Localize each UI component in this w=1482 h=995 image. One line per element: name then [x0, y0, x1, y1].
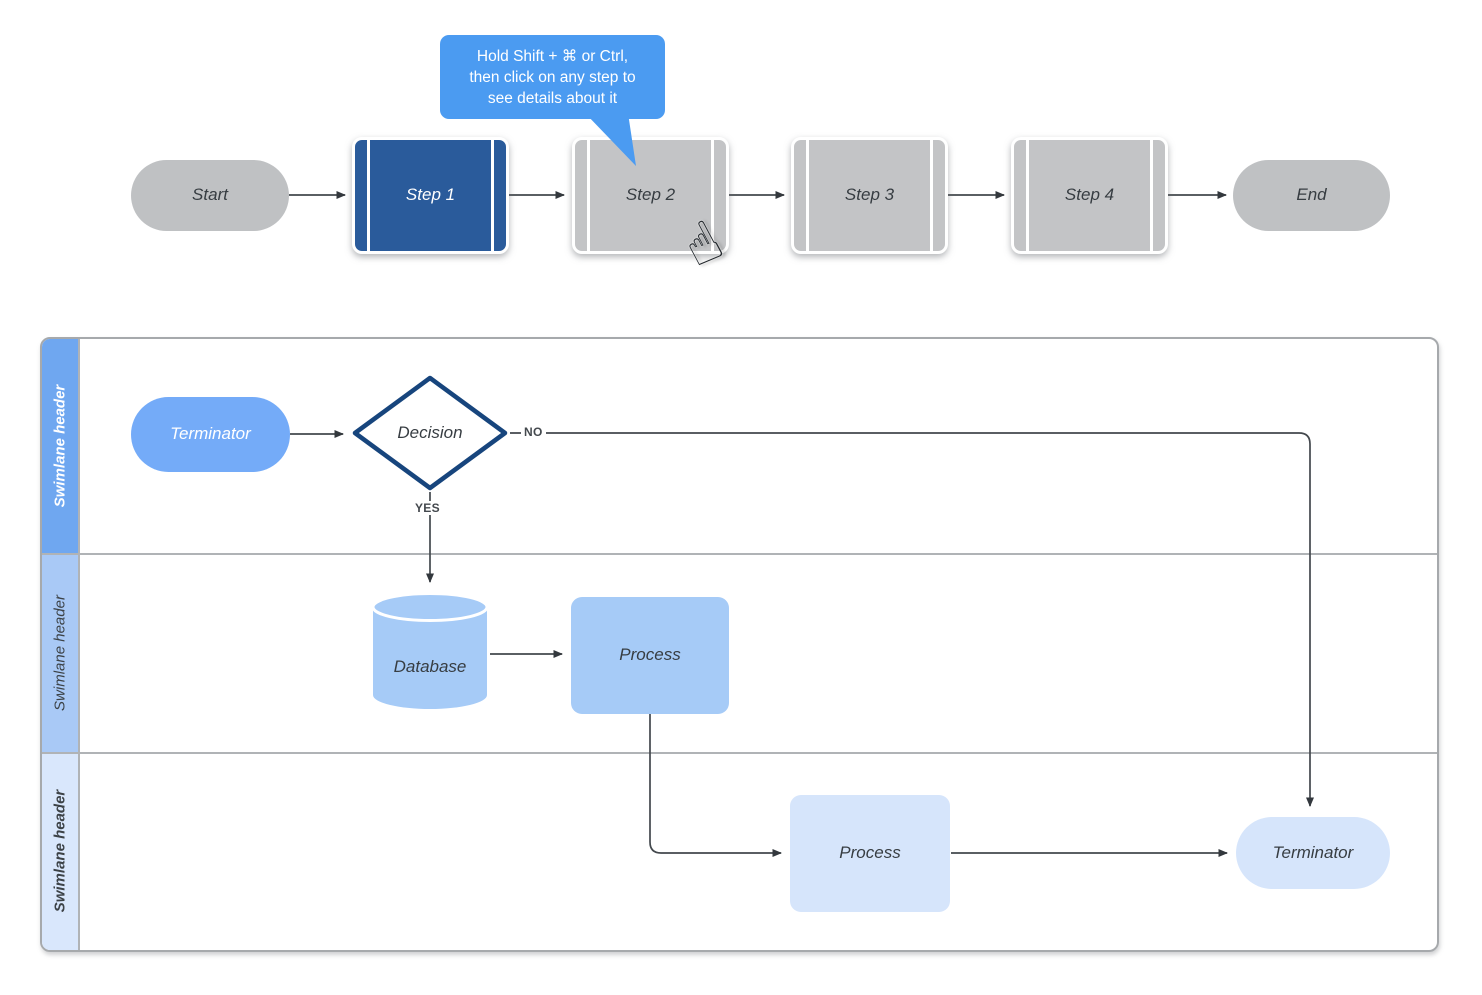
- swimlane-header-1[interactable]: Swimlane header: [42, 339, 80, 553]
- node-step2-label: Step 2: [625, 185, 676, 205]
- node-decision[interactable]: Decision: [350, 373, 510, 493]
- node-step4[interactable]: Step 4: [1011, 137, 1168, 254]
- lane-separator-1: [42, 553, 1437, 555]
- step3-right-bar: [930, 140, 933, 251]
- node-end[interactable]: End: [1233, 160, 1390, 231]
- step3-left-bar: [806, 140, 809, 251]
- node-start-label: Start: [192, 185, 228, 205]
- decision-label: Decision: [397, 422, 463, 442]
- step1-left-bar: [367, 140, 370, 251]
- swimlane-header-2[interactable]: Swimlane header: [42, 553, 80, 752]
- step4-left-bar: [1026, 140, 1029, 251]
- node-terminator-end[interactable]: Terminator: [1236, 817, 1390, 889]
- swimlane-header-3[interactable]: Swimlane header: [42, 752, 80, 950]
- tooltip-line-1: Hold Shift + ⌘ or Ctrl,: [476, 47, 629, 65]
- node-step3-label: Step 3: [844, 185, 895, 205]
- node-start[interactable]: Start: [131, 160, 289, 231]
- node-step1-label: Step 1: [405, 185, 456, 205]
- lane-separator-2: [42, 752, 1437, 754]
- node-database[interactable]: Database: [371, 592, 489, 711]
- node-end-label: End: [1296, 185, 1327, 205]
- decision-diamond-shape: [352, 375, 508, 491]
- swimlane-header-2-label: Swimlane header: [51, 594, 69, 711]
- tooltip-line-2: then click on any step to: [469, 68, 636, 86]
- database-cylinder-shape: [371, 592, 489, 709]
- terminator-start-label: Terminator: [170, 424, 251, 444]
- tooltip-tail: [585, 113, 636, 166]
- swimlane-header-3-label: Swimlane header: [51, 789, 69, 913]
- node-step2[interactable]: Step 2: [572, 137, 729, 254]
- step4-right-bar: [1150, 140, 1153, 251]
- terminator-end-label: Terminator: [1272, 842, 1354, 862]
- node-terminator-start[interactable]: Terminator: [131, 397, 290, 472]
- swimlane-header-1-label: Swimlane header: [51, 384, 69, 508]
- node-process-mid[interactable]: Process: [571, 597, 729, 714]
- edge-label-yes: YES: [412, 501, 443, 515]
- process-low-label: Process: [839, 843, 901, 863]
- node-step4-label: Step 4: [1064, 185, 1115, 205]
- step1-right-bar: [491, 140, 494, 251]
- database-label: Database: [393, 657, 467, 677]
- node-process-low[interactable]: Process: [790, 795, 950, 912]
- step2-left-bar: [587, 140, 590, 251]
- tooltip-line-3: see details about it: [487, 89, 618, 107]
- step2-right-bar: [711, 140, 714, 251]
- tooltip-callout: Hold Shift + ⌘ or Ctrl, then click on an…: [440, 35, 665, 119]
- node-step3[interactable]: Step 3: [791, 137, 948, 254]
- node-step1[interactable]: Step 1: [352, 137, 509, 254]
- edge-label-no: NO: [521, 425, 546, 439]
- process-mid-label: Process: [619, 645, 681, 665]
